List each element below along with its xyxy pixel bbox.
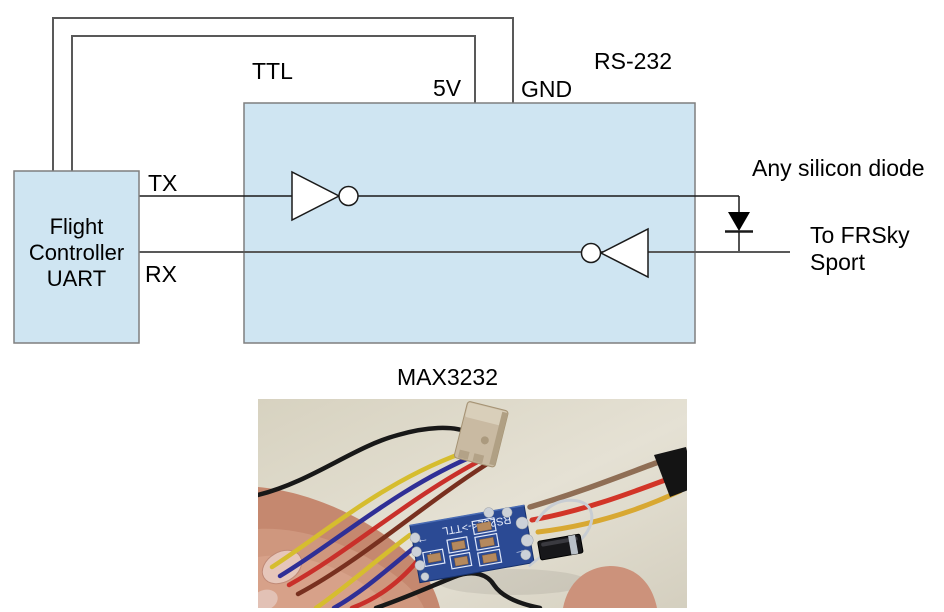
label-rx: RX (145, 261, 177, 287)
smd-components (426, 521, 498, 567)
maroon-wire (295, 461, 490, 597)
blue-wire (331, 544, 418, 608)
5v-wire (71, 35, 476, 171)
tx-line (139, 195, 740, 252)
label-fc-line3: UART (46, 266, 107, 291)
solder-joints (409, 507, 534, 581)
connector-wire-bundle (258, 425, 490, 597)
label-rs232: RS-232 (594, 48, 672, 74)
jst-connector (453, 401, 509, 468)
yellow-wire (313, 532, 413, 608)
red-wire (349, 556, 422, 608)
max3232-photo: RS232<->TTL ← → + (258, 399, 687, 608)
yellow-wire (535, 488, 683, 535)
diode-symbol (725, 212, 753, 233)
label-fc-line2: Controller (28, 240, 125, 265)
rx-inverter (580, 227, 649, 279)
component-outlines (422, 517, 503, 570)
yellow-wire (269, 446, 477, 570)
gnd-wire (52, 17, 514, 171)
label-fc-line1: Flight (49, 214, 104, 239)
fingernail (261, 549, 303, 585)
flight-controller-block (13, 170, 140, 344)
max3232-block (243, 102, 696, 344)
label-frsky-line2: Sport (810, 249, 865, 275)
label-tx: TX (148, 170, 178, 196)
label-any-silicon-diode: Any silicon diode (752, 155, 925, 181)
label-frsky-line1: To FRSky (810, 222, 910, 248)
label-ttl: TTL (252, 58, 293, 84)
label-gnd: GND (521, 76, 573, 102)
red-wire (286, 456, 486, 588)
label-max3232: MAX3232 (397, 364, 499, 390)
label-5v: 5V (433, 75, 462, 101)
blue-wire (277, 451, 481, 579)
tx-inverter (291, 170, 359, 222)
fingernail-small (258, 589, 278, 608)
label-flight-controller: Flight Controller UART (14, 214, 139, 292)
sport-connector (654, 447, 687, 497)
fingertip (563, 566, 657, 608)
diode-component (527, 498, 594, 568)
black-wire (258, 425, 473, 498)
label-to-frsky-sport: To FRSky Sport (810, 222, 910, 276)
pcb-board: RS232<->TTL ← → + (409, 504, 535, 584)
